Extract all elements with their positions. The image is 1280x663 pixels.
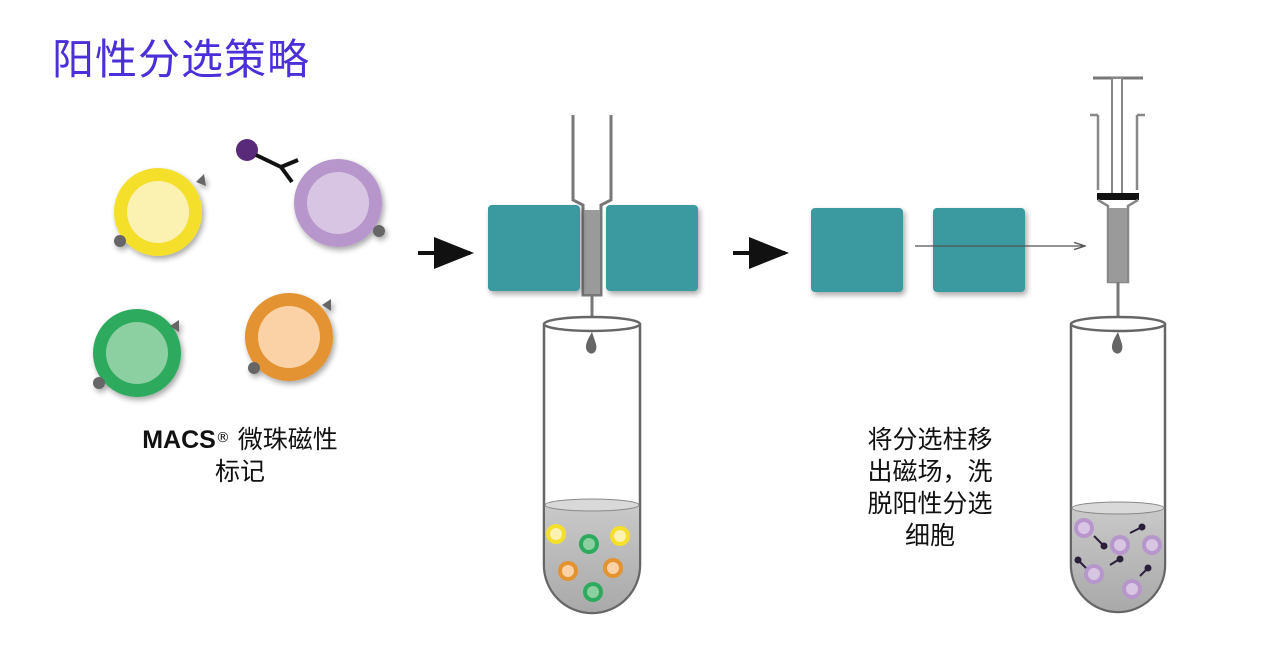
- collection-tube-negative: [542, 315, 642, 615]
- orange-cell: [245, 293, 333, 381]
- yellow-cell: [114, 168, 206, 256]
- labeled-positive-cells: [1074, 518, 1162, 599]
- registered-mark: ®: [215, 430, 230, 446]
- magnet-removed: [811, 208, 1085, 292]
- column-in-magnet: [488, 115, 698, 318]
- green-cell: [93, 309, 181, 397]
- labeling-caption: MACS® 微珠磁性 标记: [110, 424, 370, 488]
- magnet-right-2: [933, 208, 1025, 292]
- plunger-column: [1090, 76, 1145, 318]
- elution-caption-line: 将分选柱移: [867, 425, 993, 454]
- elution-caption-line: 细胞: [904, 521, 955, 550]
- unlabeled-cells: [546, 524, 630, 602]
- collection-tube-positive: [1069, 315, 1167, 614]
- elution-caption-line: 脱阳性分选: [867, 489, 993, 518]
- labeling-caption-line1: 微珠磁性: [237, 425, 338, 454]
- magnet-left-2: [811, 208, 903, 292]
- labeled-cells-group: [93, 139, 385, 397]
- magnet-left: [488, 205, 580, 291]
- elution-caption: 将分选柱移 出磁场，洗 脱阳性分选 细胞: [832, 424, 1028, 552]
- labeling-caption-line2: 标记: [214, 457, 265, 486]
- antibody-icon: [236, 139, 299, 184]
- magnet-right: [606, 205, 698, 291]
- page-title: 阳性分选策略: [52, 35, 311, 84]
- purple-cell: [294, 159, 385, 247]
- macs-brand: MACS: [142, 426, 216, 454]
- elution-caption-line: 出磁场，洗: [867, 457, 993, 486]
